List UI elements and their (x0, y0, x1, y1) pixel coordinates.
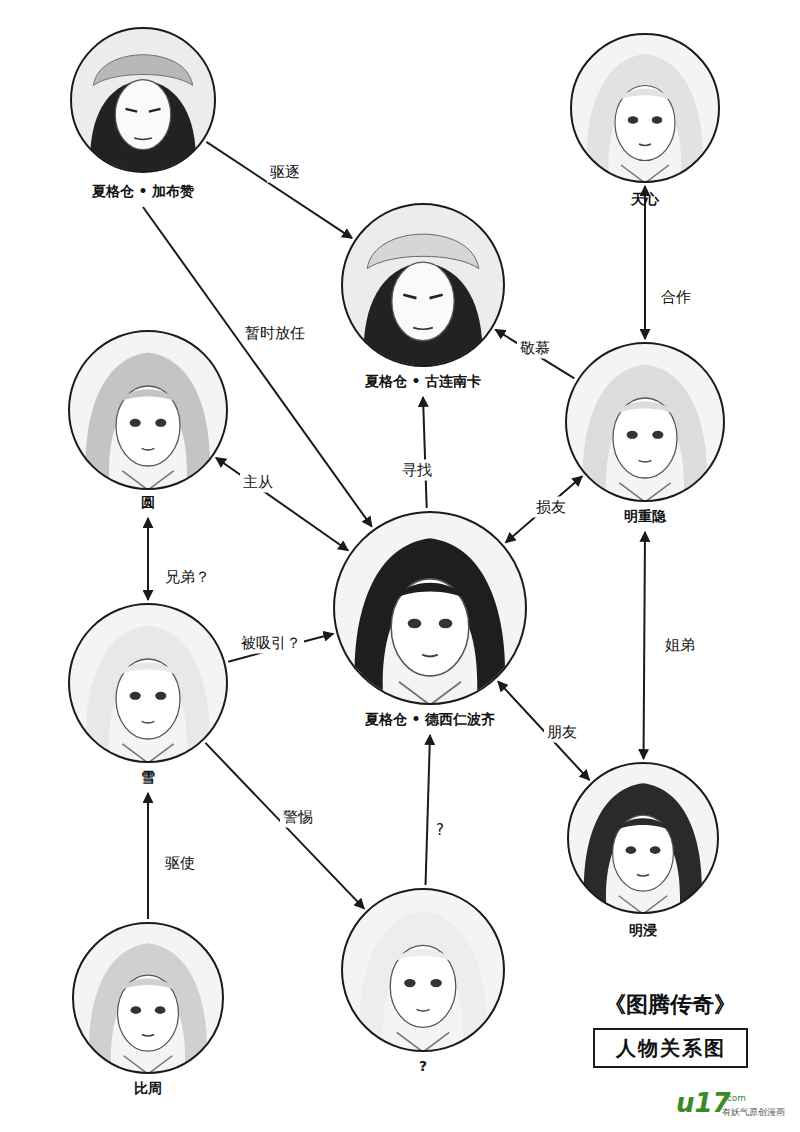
character-name: 夏格仓 • 古连南卡 (365, 373, 482, 391)
portrait-circle: 圆 (68, 330, 228, 490)
portrait-circle: 明浸 (567, 762, 719, 914)
character-name: 夏格仓 • 加布赞 (92, 183, 195, 201)
relation-arrow (147, 793, 149, 919)
character-name: 比周 (134, 1080, 162, 1098)
relation-label: 驱使 (162, 853, 198, 874)
portrait-circle: 比周 (72, 922, 224, 1074)
relation-arrow (426, 735, 430, 885)
portrait-circle: 明重隐 (565, 342, 725, 502)
character-name: 明重隐 (624, 508, 666, 526)
relation-arrow (506, 476, 583, 542)
portrait-circle: ? (341, 888, 505, 1052)
character-name: 天心 (631, 191, 659, 209)
relation-label: 敬慕 (517, 338, 553, 359)
relation-label: 主从 (240, 472, 276, 493)
box-text: 人物关系图 (616, 1035, 726, 1062)
relation-label: 驱逐 (267, 162, 303, 183)
character-name: ? (419, 1058, 427, 1074)
relation-arrow (205, 743, 364, 909)
relation-label: 兄弟？ (162, 567, 213, 588)
portrait-circle: 天心 (570, 33, 720, 183)
title: 《图腾传奇》 (604, 990, 736, 1020)
relation-arrow (206, 142, 352, 238)
portrait-circle: 夏格仓 • 古连南卡 (341, 203, 505, 367)
relation-label: 损友 (533, 497, 569, 518)
relation-arrow (644, 186, 646, 339)
relation-arrow (423, 397, 427, 508)
relation-label: 寻找 (399, 460, 435, 481)
relation-arrow (498, 681, 589, 780)
title-box: 人物关系图 (593, 1028, 748, 1068)
portrait-circle: 夏格仓 • 德西仁波齐 (333, 511, 527, 705)
character-name: 明浸 (629, 922, 657, 940)
character-name: 圆 (141, 494, 155, 512)
character-name: 雪 (141, 769, 155, 787)
portrait-circle: 雪 (68, 603, 228, 763)
relation-arrow (216, 458, 348, 551)
relation-label: 被吸引？ (238, 633, 304, 654)
relation-label: 警惕 (280, 807, 316, 828)
character-name: 夏格仓 • 德西仁波齐 (365, 711, 496, 729)
relation-arrow (495, 330, 574, 379)
portrait-circle: 夏格仓 • 加布赞 (70, 27, 216, 173)
relation-label: 暂时放任 (242, 323, 308, 344)
relation-arrow (147, 518, 149, 600)
relation-label: ? (433, 820, 447, 840)
relation-label: 姐弟 (662, 635, 698, 656)
relation-label: 朋友 (544, 722, 580, 743)
relation-arrow (143, 207, 372, 527)
relation-label: 合作 (658, 287, 694, 308)
relation-arrow (644, 532, 645, 759)
watermark-text: 有妖气原创漫画 (722, 1106, 785, 1119)
watermark-text: .com (724, 1093, 746, 1103)
